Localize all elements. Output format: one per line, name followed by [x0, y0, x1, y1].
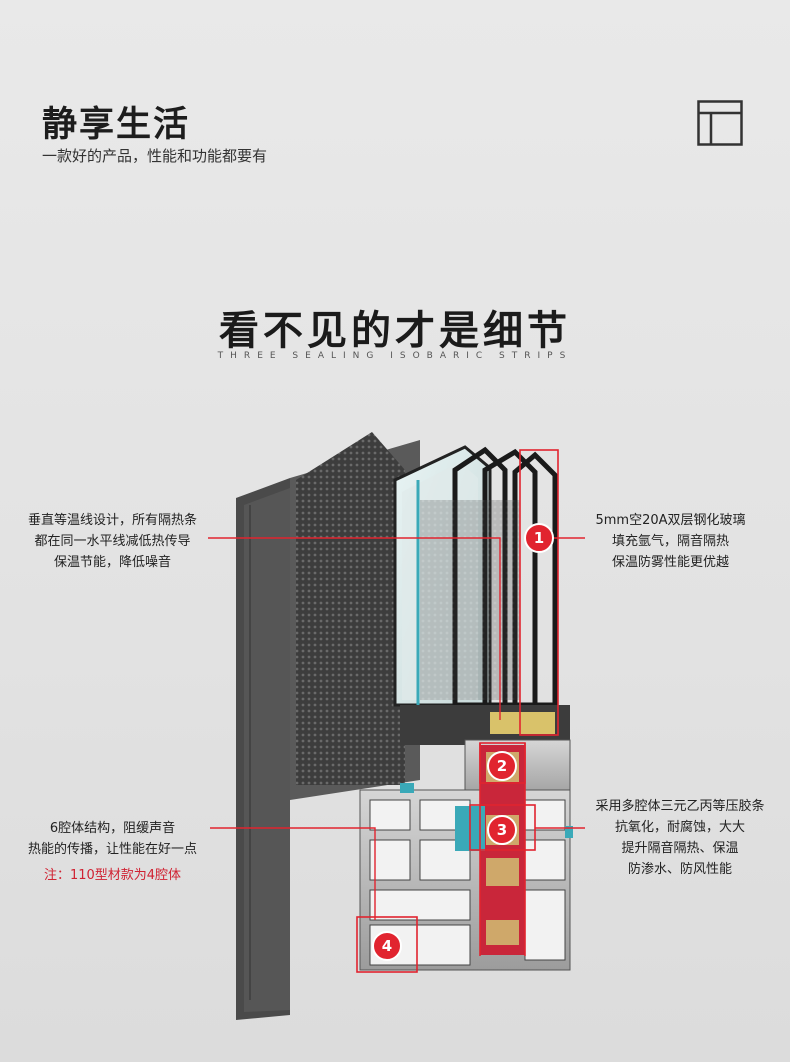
insect-screen [296, 432, 405, 785]
badge-4: 4 [372, 931, 402, 961]
callout-isotherm: 垂直等温线设计，所有隔热条 都在同一水平线减低热传导 保温节能，降低噪音 [10, 510, 215, 573]
callout-note: 注：110型材款为4腔体 [43, 868, 182, 883]
callout-line: 防渗水、防风性能 [627, 862, 732, 877]
window-frame-icon [697, 100, 743, 146]
badge-2: 2 [487, 751, 517, 781]
leader-lines [208, 537, 585, 920]
callout-line: 抗氧化，耐腐蚀，大大 [614, 820, 745, 835]
badge-3: 3 [487, 815, 517, 845]
callout-line: 保温防雾性能更优越 [611, 555, 729, 570]
callout-line: 填充氩气，隔音隔热 [611, 534, 729, 549]
callout-glass: 5mm空20A双层钢化玻璃 填充氩气，隔音隔热 保温防雾性能更优越 [578, 510, 763, 573]
glass-panes [393, 445, 558, 708]
callout-chambers: 6腔体结构，阻缓声音 热能的传播，让性能在好一点 注：110型材款为4腔体 [10, 818, 215, 886]
badge-1: 1 [524, 523, 554, 553]
section-title: 看不见的才是细节 [219, 308, 571, 354]
callout-line: 提升隔音隔热、保温 [621, 841, 739, 856]
callout-line: 热能的传播，让性能在好一点 [27, 842, 197, 857]
callout-line: 5mm空20A双层钢化玻璃 [595, 513, 746, 528]
section-subtitle: THREE SEALING ISOBARIC STRIPS [217, 351, 573, 361]
callout-line: 6腔体结构，阻缓声音 [49, 821, 176, 836]
page-title: 静享生活 [42, 105, 191, 145]
callout-line: 都在同一水平线减低热传导 [34, 534, 191, 549]
callout-line: 采用多腔体三元乙丙等压胶条 [595, 799, 765, 814]
page-subtitle: 一款好的产品，性能和功能都要有 [42, 147, 268, 165]
callout-line: 保温节能，降低噪音 [53, 555, 171, 570]
callout-gaskets: 采用多腔体三元乙丙等压胶条 抗氧化，耐腐蚀，大大 提升隔音隔热、保温 防渗水、防… [580, 796, 780, 880]
callout-line: 垂直等温线设计，所有隔热条 [27, 513, 197, 528]
